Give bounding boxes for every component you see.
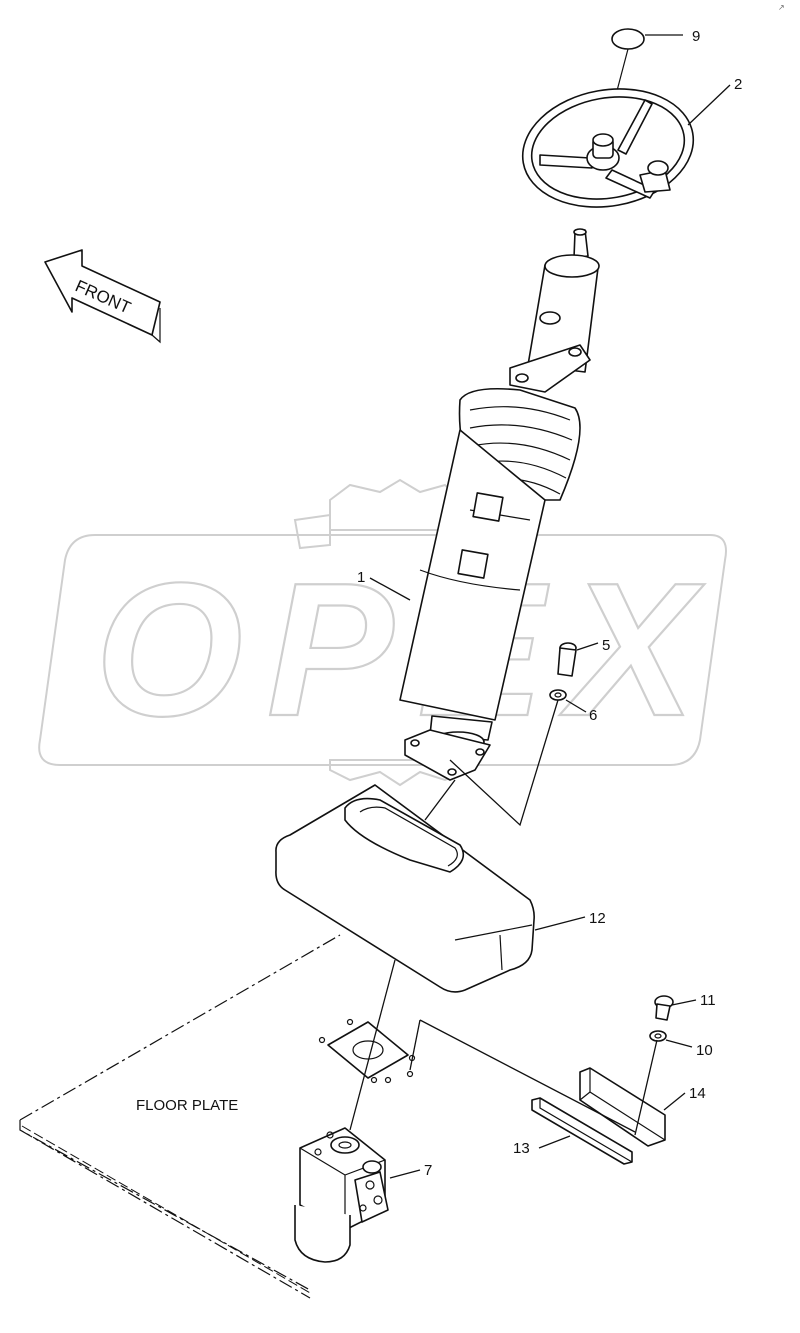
steering-column (399, 228, 600, 781)
callout-1: 1 (357, 569, 365, 586)
callout-13: 13 (513, 1140, 530, 1157)
small-bolt (654, 995, 674, 1021)
callout-10: 10 (696, 1042, 713, 1059)
callout-14: 14 (689, 1085, 706, 1102)
floor-plate-label: FLOOR PLATE (136, 1097, 238, 1114)
callout-9: 9 (692, 28, 700, 45)
bolt (557, 642, 577, 677)
steering-unit (294, 1127, 389, 1263)
front-arrow: FRONT (44, 249, 161, 344)
callout-7: 7 (424, 1162, 432, 1179)
callout-numbers: 9 2 1 5 6 12 11 10 14 13 7 (357, 28, 742, 1179)
opex-watermark: OPEX (38, 478, 727, 787)
bracket (579, 1067, 666, 1147)
small-washer (649, 1030, 667, 1042)
leader-lines (349, 34, 731, 1179)
washer (549, 689, 567, 701)
callout-11: 11 (700, 992, 716, 1009)
callout-6: 6 (589, 707, 597, 724)
column-cover (275, 784, 535, 993)
steering-wheel (521, 88, 695, 208)
callout-12: 12 (589, 910, 606, 927)
corner-mark: ↗ (778, 3, 785, 12)
gasket (318, 1018, 416, 1084)
floor-plate: FLOOR PLATE (19, 934, 341, 1299)
bracket-plate (531, 1097, 633, 1165)
watermark-text: OPEX (95, 544, 705, 756)
callout-5: 5 (602, 637, 610, 654)
callout-2: 2 (734, 76, 742, 93)
